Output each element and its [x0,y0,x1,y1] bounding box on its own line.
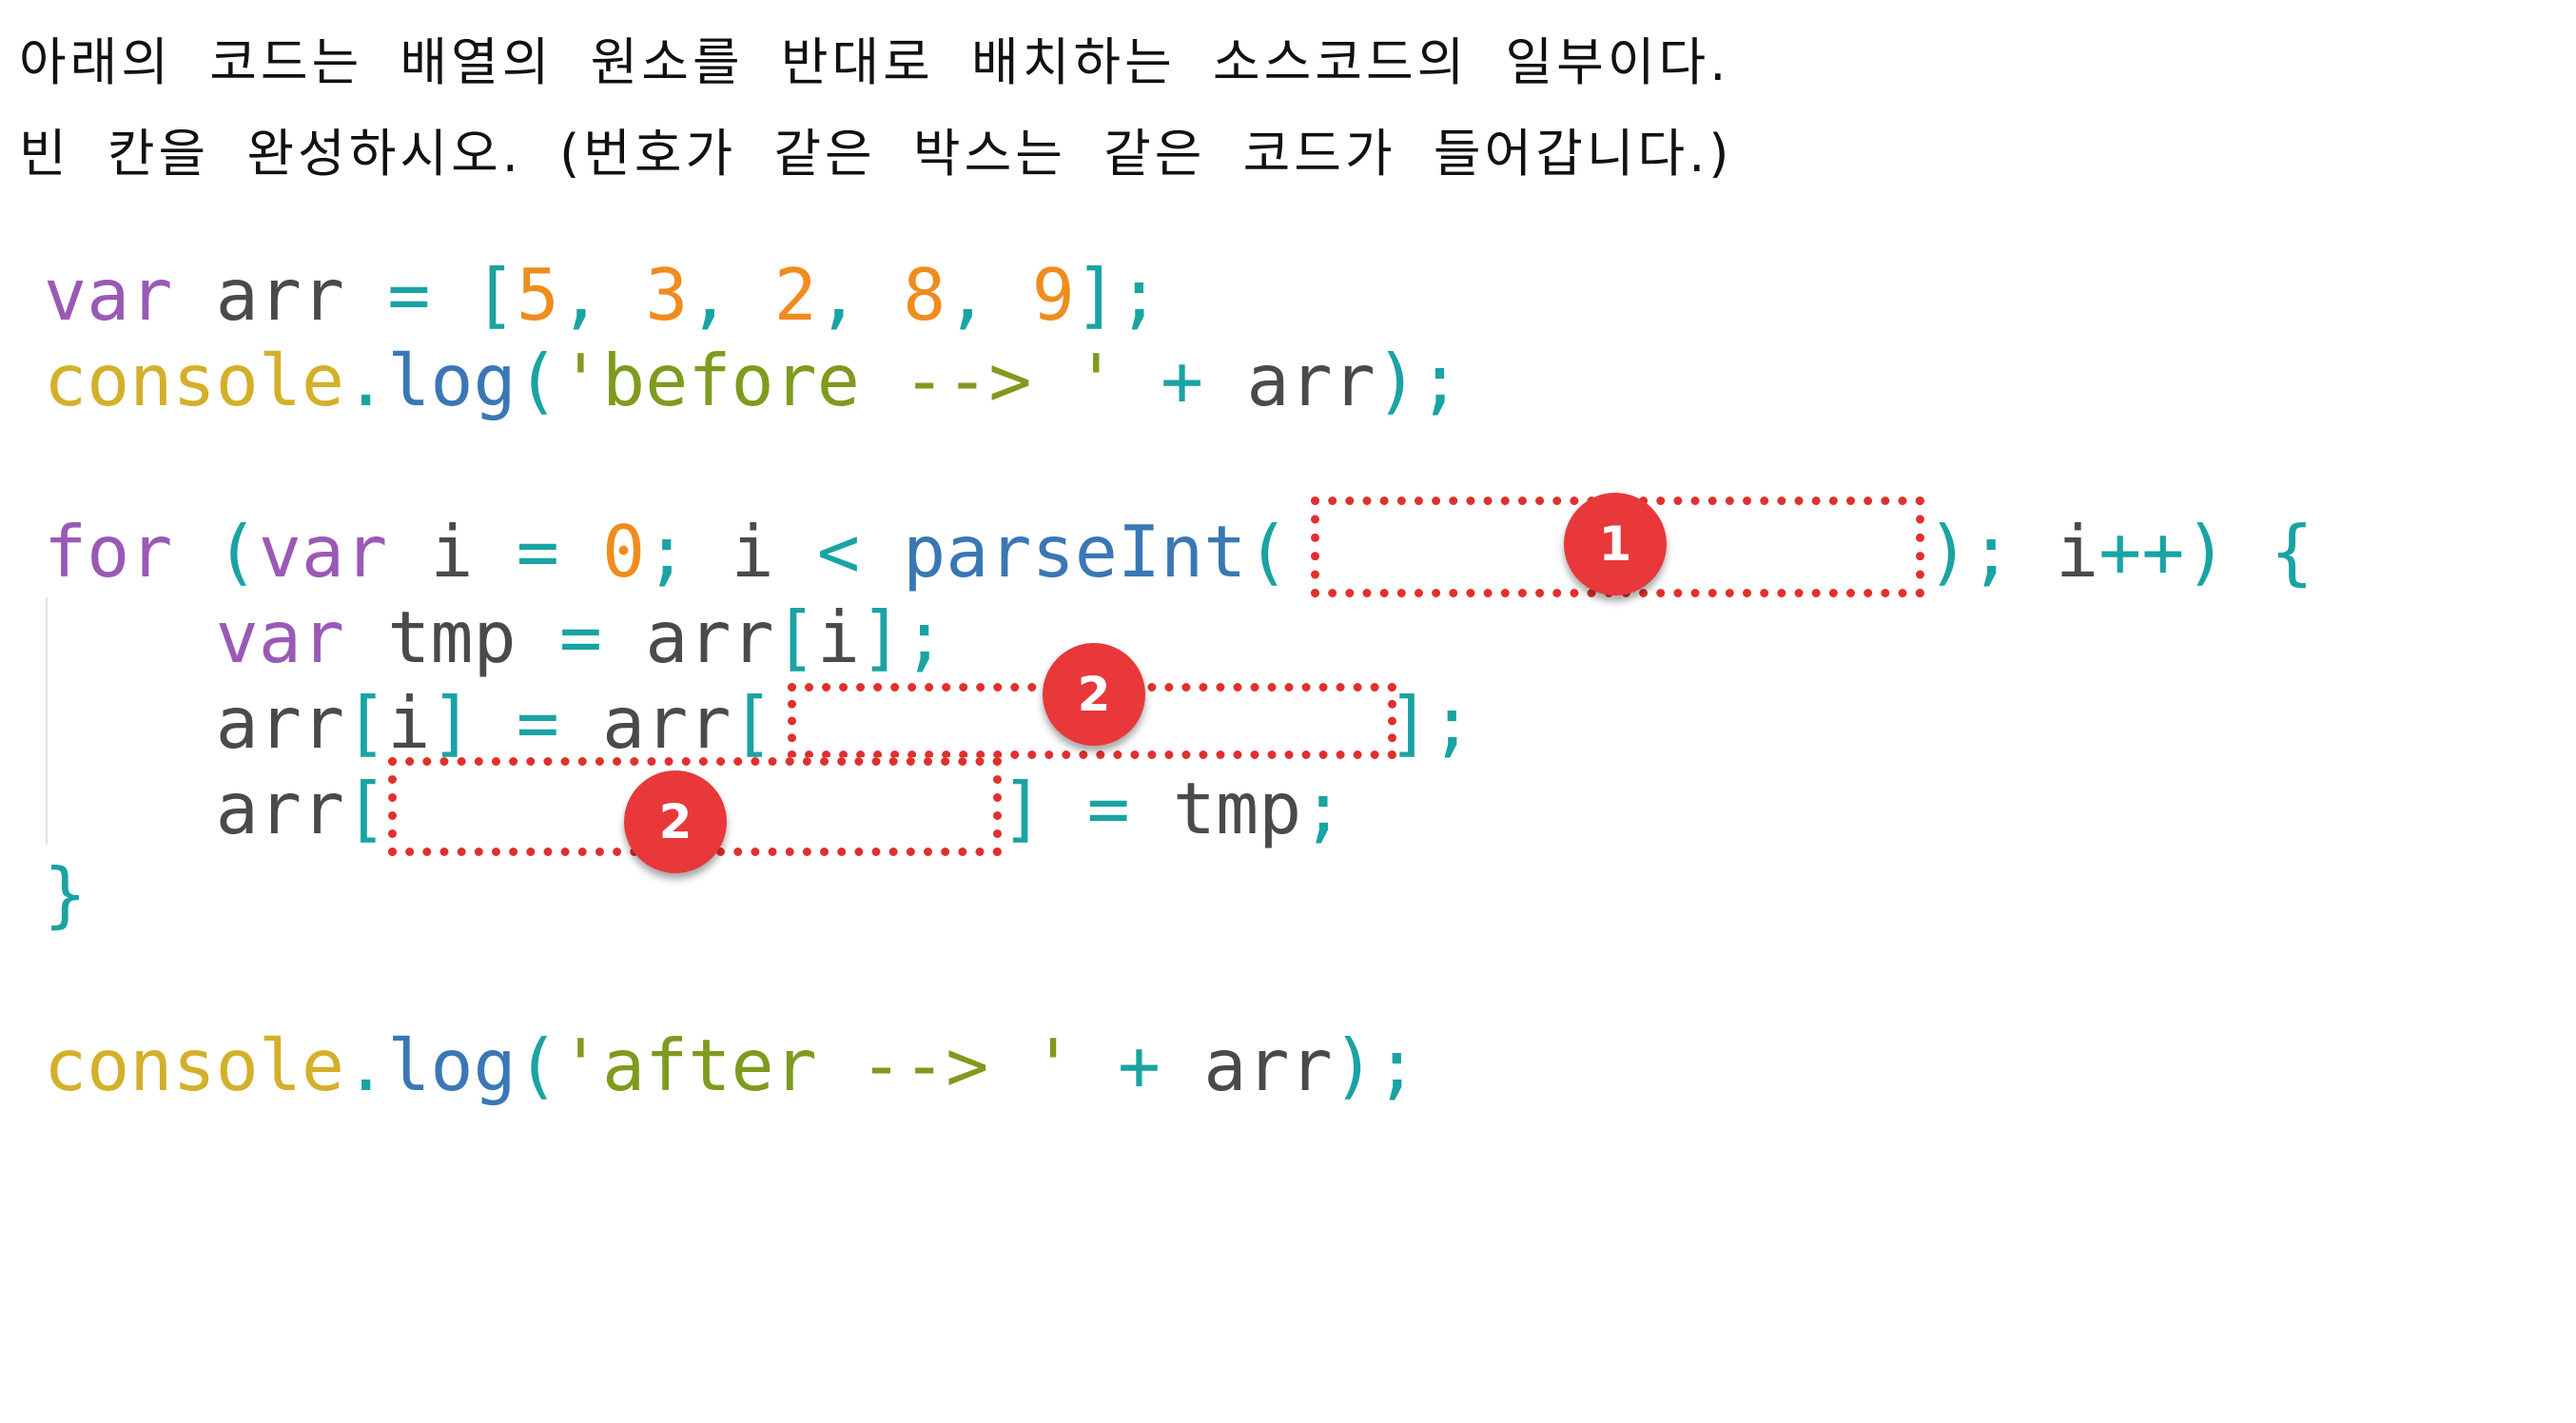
identifier-arr: arr [602,681,732,765]
number-literal: 3 [645,253,689,337]
brace-open: { [2270,510,2313,594]
number-zero: 0 [602,510,646,594]
operator-plus: + [1161,339,1204,422]
question-text: 아래의 코드는 배열의 원소를 반대로 배치하는 소스코드의 일부이다. 빈 칸… [19,17,1732,200]
identifier-arr: arr [645,595,774,679]
number-badge-2a: 2 [1043,643,1145,746]
paren-open: ( [516,1023,559,1107]
bracket-open: [ [344,767,388,850]
keyword-for: for [44,510,173,594]
bracket-open: [ [344,681,388,765]
identifier-arr: arr [1203,1023,1333,1107]
operator-assign: = [387,253,431,337]
dot-operator: . [344,339,388,422]
paren-open: ( [516,339,559,422]
indent-guide [46,597,48,845]
code-line-8: console.log('after --> ' + arr); [44,1023,1418,1108]
bracket-close: ] [430,681,474,765]
code-line-4: var tmp = arr[i]; [44,595,946,680]
code-line-3: for (var i = 0; i < parseInt(); i++) { [44,509,2313,595]
bracket-close: ]; [859,595,946,679]
identifier-i: i [430,510,474,594]
bracket-close: ]; [1387,681,1473,765]
operator-assign: = [516,510,559,594]
identifier-arr: arr [215,681,345,765]
paren-close: ) [1926,510,1970,594]
console-object: console [44,1023,345,1107]
operator-assign: = [1086,767,1130,850]
paren-close: ); [1332,1023,1418,1107]
identifier-i: i [816,595,860,679]
identifier-arr: arr [1246,339,1376,422]
paren-close: ); [1375,339,1462,422]
keyword-var: var [44,253,173,337]
dot-operator: . [344,1023,388,1107]
bracket-open: [ [731,681,774,765]
function-log: log [387,339,517,422]
identifier-tmp: tmp [387,595,517,679]
brace-close: } [44,852,88,936]
identifier-i: i [387,681,431,765]
code-line-1: var arr = [5, 3, 2, 8, 9]; [44,253,1161,337]
operator-assign: = [516,681,559,765]
question-line-1: 아래의 코드는 배열의 원소를 반대로 배치하는 소스코드의 일부이다. [19,32,1730,92]
bracket-close: ]; [1074,253,1161,337]
paren-close: ) [2184,510,2228,594]
string-literal: 'after --> ' [558,1023,1075,1107]
number-badge-2b: 2 [624,770,727,873]
function-parseint: parseInt [903,510,1247,594]
bracket-open: [ [473,253,517,337]
operator-increment: ++ [2098,510,2185,594]
question-line-2: 빈 칸을 완성하시오. (번호가 같은 박스는 같은 코드가 들어갑니다.) [19,124,1733,184]
console-object: console [44,339,345,422]
code-line-2: console.log('before --> ' + arr); [44,338,1461,423]
bracket-open: [ [773,595,817,679]
semicolon: ; [1301,767,1345,850]
operator-plus: + [1117,1023,1161,1107]
operator-assign: = [558,595,603,679]
code-line-5: arr[i] = arr[]; [44,680,1473,766]
code-line-6: arr[] = tmp; [44,766,1345,851]
identifier-arr: arr [215,767,345,850]
function-log: log [387,1023,517,1107]
semicolon: ; [1969,510,2013,594]
number-literal: 2 [773,253,817,337]
paren-open: ( [215,510,259,594]
number-literal: 9 [1031,253,1075,337]
bracket-close: ] [1001,767,1044,850]
keyword-var: var [258,510,388,594]
identifier-i: i [731,510,774,594]
identifier-tmp: tmp [1172,767,1302,850]
number-literal: 5 [516,253,559,337]
operator-less-than: < [816,510,860,594]
keyword-var: var [215,595,345,679]
number-badge-1: 1 [1564,493,1667,595]
string-literal: 'before --> ' [558,339,1118,422]
paren-open: ( [1246,510,1290,594]
code-line-7: } [44,851,87,937]
identifier-arr: arr [215,253,345,337]
semicolon: ; [645,510,689,594]
code-block: var arr = [5, 3, 2, 8, 9]; console.log('… [44,0,2313,1423]
number-literal: 8 [903,253,946,337]
identifier-i: i [2055,510,2099,594]
